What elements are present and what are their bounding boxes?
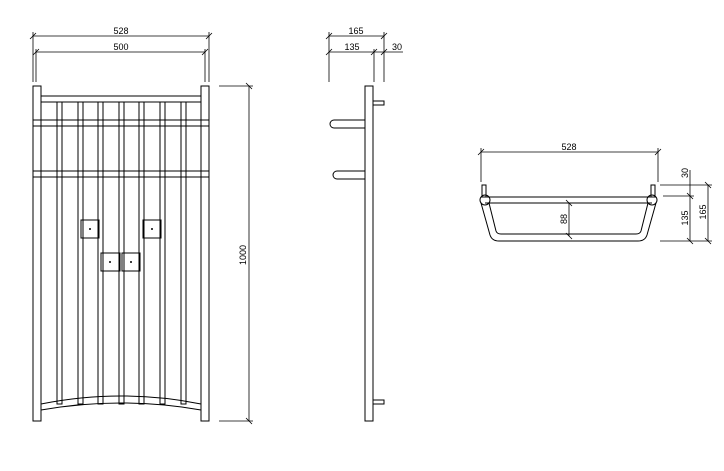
- dim-label: 165: [348, 26, 363, 36]
- dim-label: 135: [344, 42, 359, 52]
- left-rail: [32, 85, 42, 422]
- connection-boxes: [80, 219, 162, 272]
- dim-label: 500: [113, 42, 128, 52]
- side-view: 165 135 30: [325, 26, 403, 422]
- joint-right: [646, 194, 658, 206]
- dim-label: 528: [113, 26, 128, 36]
- crossbar-2: [32, 170, 210, 178]
- dimension-right-stack: 30 135 165: [660, 168, 712, 245]
- post-left: [481, 184, 487, 198]
- dim-label: 30: [392, 42, 402, 52]
- dim-label: 30: [680, 168, 690, 178]
- joint-left: [479, 194, 491, 206]
- wall-bracket-top: [372, 100, 385, 106]
- vertical-tube: [180, 101, 187, 405]
- hook-lower: [332, 170, 365, 180]
- crossbar-1: [32, 119, 210, 127]
- right-rail: [200, 85, 210, 422]
- hook-upper: [329, 119, 365, 129]
- dimension-135-side: 135 30: [325, 42, 403, 82]
- dim-label: 88: [559, 214, 569, 224]
- post-right: [650, 184, 656, 198]
- side-rail: [364, 85, 374, 422]
- top-bar: [40, 95, 202, 103]
- dimension-500-front: 500: [32, 42, 209, 82]
- basket-outer: [480, 202, 657, 242]
- dim-label: 135: [680, 210, 690, 225]
- dimension-528-front: 528: [29, 26, 213, 82]
- vertical-tube: [77, 101, 84, 405]
- bottom-arc-inner: [40, 402, 202, 411]
- dim-label: 1000: [238, 245, 248, 265]
- dim-label: 165: [698, 204, 708, 219]
- top-view: 528 88 30 135 165: [477, 142, 712, 245]
- dimension-165-side: 165: [325, 26, 388, 82]
- wall-bracket-bottom: [372, 399, 385, 405]
- dim-label: 528: [561, 142, 576, 152]
- basket-inner: [488, 202, 649, 235]
- vertical-tube: [159, 101, 166, 405]
- vertical-tube: [56, 101, 63, 405]
- dimension-1000: 1000: [219, 82, 253, 425]
- front-view: 528 500 1000: [29, 26, 253, 425]
- bottom-arc: [40, 395, 202, 405]
- dimension-88: 88: [559, 199, 573, 240]
- dimension-528-top: 528: [477, 142, 662, 182]
